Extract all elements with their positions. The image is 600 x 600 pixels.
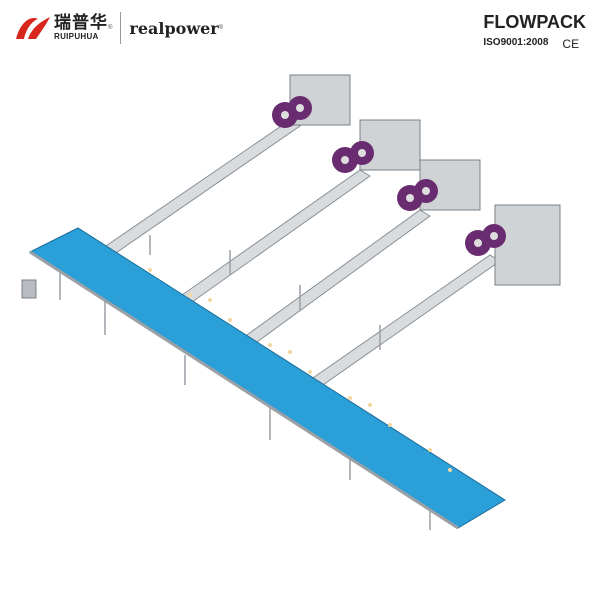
drive-motor — [21, 279, 37, 299]
flow-wrapper-4 — [465, 204, 561, 286]
products — [148, 268, 452, 472]
brand-pinyin-name: RUIPUHUA — [54, 32, 99, 41]
flow-wrapper-2 — [332, 119, 421, 173]
flow-wrapper-3 — [397, 159, 481, 211]
logo-divider — [120, 12, 122, 44]
registered-mark-2: ® — [218, 25, 224, 31]
ce-mark-icon: CE — [562, 37, 580, 51]
main-blue-conveyor — [28, 227, 506, 529]
registered-mark: ® — [108, 25, 113, 31]
product-title: FLOWPACK — [483, 12, 586, 32]
company-logo: 瑞普华 RUIPUHUA ® realpower ® — [12, 12, 223, 44]
iso-certification: ISO9001:2008 — [483, 37, 549, 48]
brand-chinese-name: 瑞普华 — [54, 13, 108, 33]
header-info: FLOWPACK ISO9001:2008 CE — [483, 12, 586, 51]
realpower-brand: realpower — [129, 18, 219, 38]
flow-wrapper-1 — [272, 74, 351, 128]
branch-conveyors — [99, 119, 501, 388]
wrapping-machines — [272, 74, 561, 286]
ruipuhua-logo-icon — [16, 17, 50, 39]
